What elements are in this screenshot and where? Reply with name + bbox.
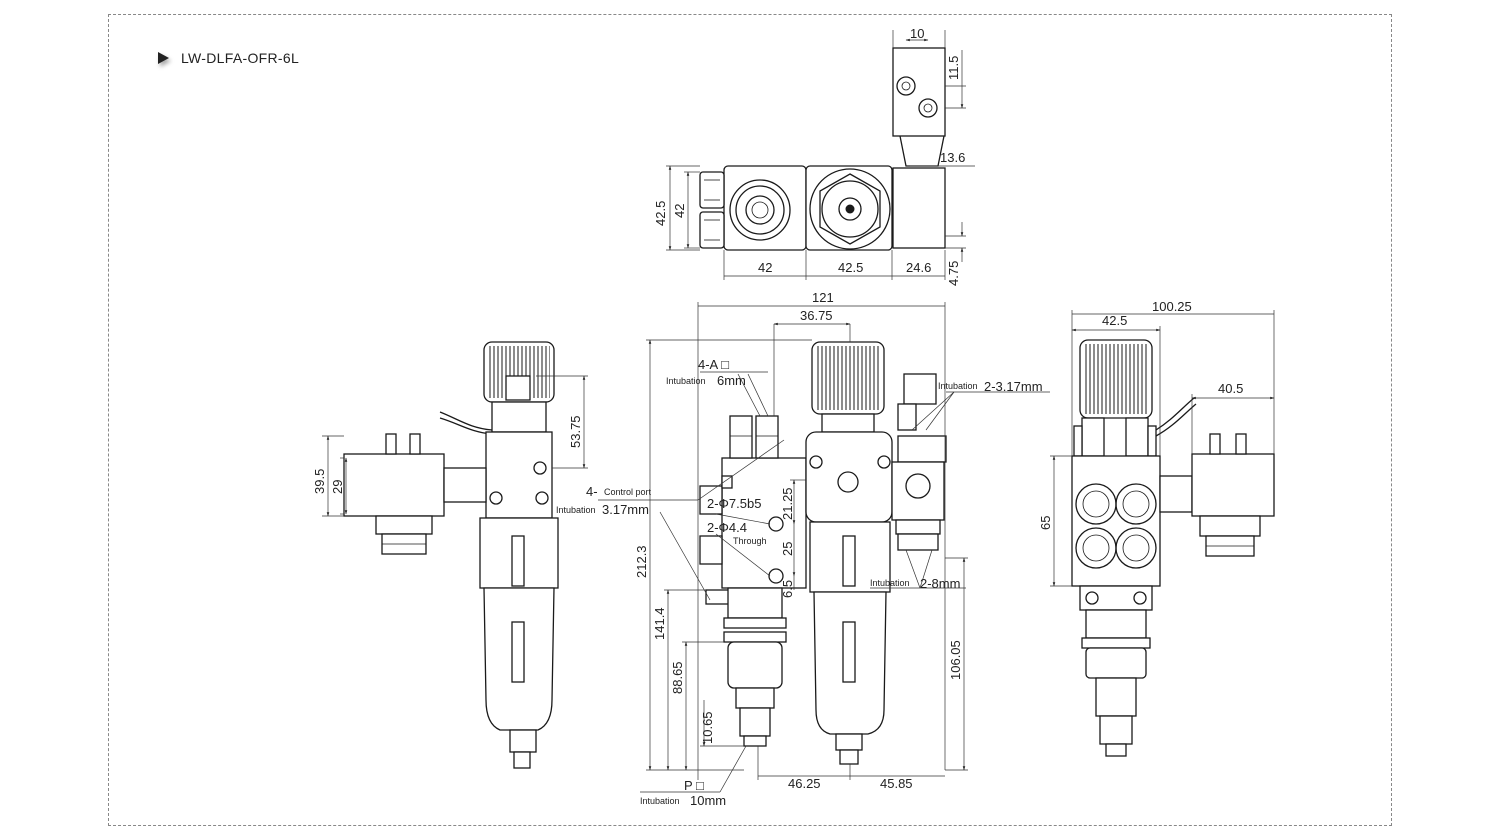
callout-a-port: 4-A □ (698, 357, 729, 372)
knob-stem-left (505, 375, 531, 401)
dim-29: 29 (330, 480, 345, 494)
gauge-fitting (903, 373, 937, 405)
dim-88-65: 88.65 (670, 661, 685, 694)
dim-39-5: 39.5 (312, 469, 327, 494)
manifold-right (1071, 455, 1161, 587)
dim-53-75: 53.75 (568, 415, 583, 448)
dim-121: 121 (812, 290, 834, 305)
callout-lower-intubation: Intubation (870, 578, 910, 588)
regulator-body-front (805, 431, 893, 523)
callout-p-port: P □ (684, 778, 704, 793)
dim-42-horizontal: 42 (758, 260, 772, 275)
right-side-view: 100.25 42.5 40.5 65 (1038, 299, 1275, 757)
dim-65: 65 (1038, 516, 1053, 530)
callout-ctrl-prefix: 4- (586, 484, 598, 499)
filter-body-left (479, 517, 559, 589)
dim-42-vertical: 42 (672, 204, 687, 218)
dim-11-5: 11.5 (946, 56, 961, 80)
front-view: 121 36.75 212.3 141.4 88.65 10.65 46.25 … (556, 290, 1050, 808)
filter-bowl-left (483, 587, 555, 731)
callout-hole-1: 2-Φ7.5b5 (707, 496, 761, 511)
dim-10: 10 (910, 26, 924, 41)
valve-head-left (491, 401, 547, 433)
dim-10-65: 10.65 (700, 711, 715, 744)
callout-lower-size: 2-8mm (920, 576, 960, 591)
fitting-top-2 (699, 211, 725, 249)
mount-bracket-top (892, 47, 946, 137)
solenoid-neck-left (443, 467, 487, 503)
dim-21-25: 21.25 (780, 487, 795, 520)
dim-36-75: 36.75 (800, 308, 833, 323)
dim-45-85: 45.85 (880, 776, 913, 791)
callout-ctrl-intubation: Intubation (556, 505, 596, 515)
gauge-block-top (892, 167, 946, 249)
dim-106-05: 106.05 (948, 640, 963, 680)
drawing-frame (108, 14, 1392, 826)
dim-42-5: 42.5 (1102, 313, 1127, 328)
callout-hole-2: 2-Φ4.4 (707, 520, 747, 535)
dim-100-25: 100.25 (1152, 299, 1192, 314)
callout-hole-2-note: Through (733, 536, 767, 546)
callout-ctrl-size: 3.17mm (602, 502, 649, 517)
dim-13-6: 13.6 (940, 150, 965, 165)
dim-4-75: 4.75 (946, 261, 961, 286)
model-title: LW-DLFA-OFR-6L (181, 50, 300, 66)
dim-141-4: 141.4 (652, 607, 667, 640)
solenoid-left (343, 453, 445, 517)
dim-212-3: 212.3 (634, 545, 649, 578)
callout-p-intubation: Intubation (640, 796, 680, 806)
title-row: LW-DLFA-OFR-6L (158, 50, 299, 66)
callout-a-size: 6mm (717, 373, 746, 388)
dim-42-5-horizontal: 42.5 (838, 260, 863, 275)
dim-40-5: 40.5 (1218, 381, 1243, 396)
dim-46-25: 46.25 (788, 776, 821, 791)
dim-24-6: 24.6 (906, 260, 931, 275)
dim-42-5-vertical: 42.5 (653, 201, 668, 226)
callout-ctrl-label: Control port (604, 487, 652, 497)
left-side-view: 53.75 39.5 29 (312, 341, 588, 769)
fitting-top-1 (699, 171, 725, 209)
dim-6-5: 6.5 (780, 580, 795, 598)
filter-bowl-front (813, 591, 887, 735)
top-view: 10 11.5 13.6 42.5 42 42 42.5 24.6 4.75 (653, 26, 975, 286)
solenoid-right (1191, 453, 1275, 517)
valve-body-left (485, 431, 553, 519)
callout-right-intubation: Intubation (938, 381, 978, 391)
callout-p-size: 10mm (690, 793, 726, 808)
callout-a-intubation: Intubation (666, 376, 706, 386)
gauge-block-front (891, 461, 945, 521)
dim-25: 25 (780, 542, 795, 556)
play-arrow-icon (158, 52, 169, 64)
callout-right-size: 2-3.17mm (984, 379, 1043, 394)
